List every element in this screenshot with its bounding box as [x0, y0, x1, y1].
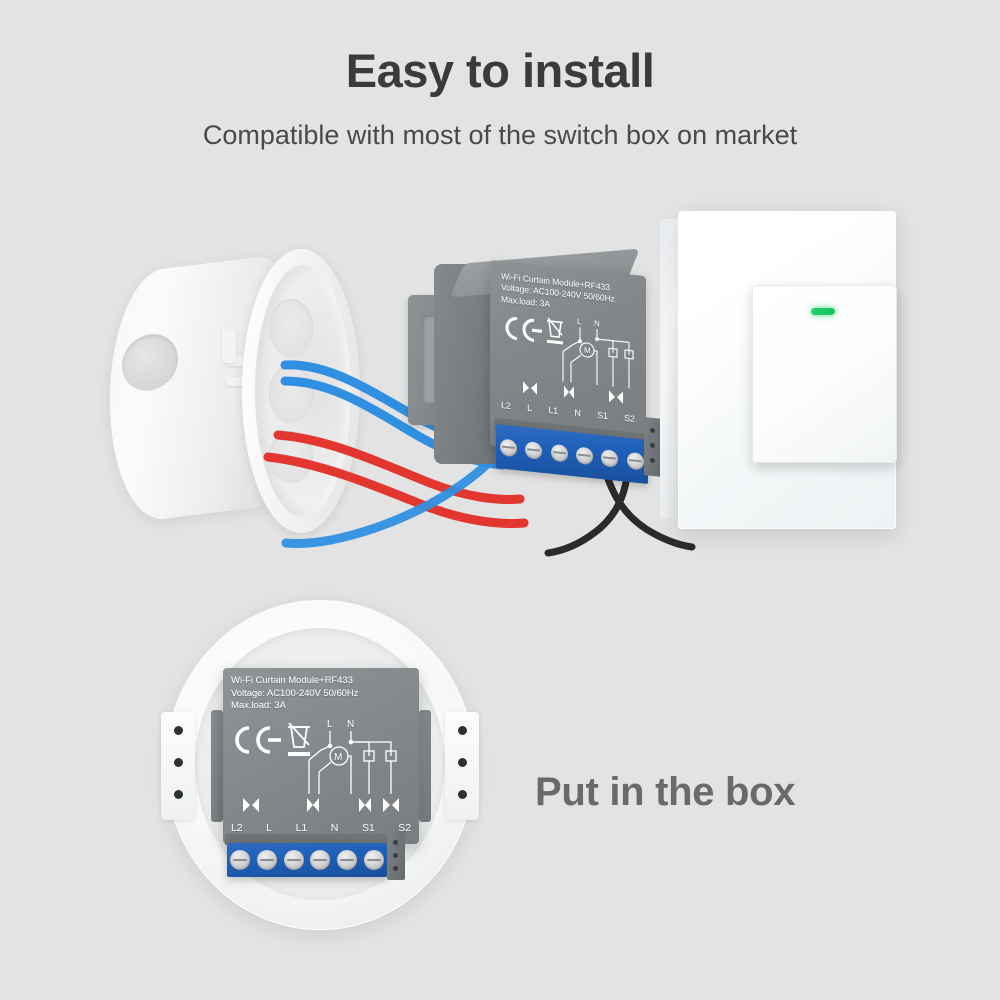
page-title: Easy to install: [345, 44, 655, 97]
weee-icon: [288, 722, 310, 756]
mounting-ear-right: [445, 712, 479, 820]
circuit-diagram-icon: L N M: [308, 719, 397, 794]
knockout: [269, 365, 313, 423]
svg-text:L: L: [327, 719, 333, 730]
terminal-screw: [550, 443, 568, 463]
terminal-screw: [283, 850, 304, 870]
terminal-screw: [626, 451, 644, 471]
terminal-label-l2: L2: [501, 399, 511, 411]
circuit-diagram-icon: L N M: [562, 317, 634, 389]
clip-rail-right: [419, 710, 431, 822]
wall-box-lug: [226, 357, 252, 366]
terminal-block-cap-lower: [225, 834, 389, 845]
svg-text:M: M: [584, 346, 591, 356]
terminal-label-l1: L1: [295, 822, 308, 835]
terminal-screw: [601, 448, 619, 468]
page-subtitle: Compatible with most of the switch box o…: [202, 120, 798, 150]
end-plate-hole: [650, 442, 655, 449]
module-front-face: Wi-Fi Curtain Module+RF433 Voltage: AC10…: [490, 259, 646, 463]
terminal-screw: [525, 440, 543, 460]
wall-switch-plate[interactable]: [660, 205, 900, 535]
terminal-label-l1: L1: [548, 404, 559, 416]
end-plate-hole: [393, 853, 398, 858]
wifi-curtain-module-upper: Wi-Fi Curtain Module+RF433 Voltage: AC10…: [408, 248, 678, 510]
terminal-screw: [256, 850, 277, 870]
mounting-ear-left: [161, 712, 195, 820]
install-scene: Wi-Fi Curtain Module+RF433 Voltage: AC10…: [0, 195, 1000, 575]
module-end-plate-lower: [387, 832, 405, 880]
label-line-maxload: Max.load: 3A: [231, 700, 286, 712]
mounting-hole: [458, 790, 467, 799]
terminal-arrow-icons: [243, 797, 399, 812]
terminal-labels-lower: L2 L L1 N S1 S2: [231, 822, 411, 835]
end-plate-hole: [650, 427, 655, 434]
switch-plate-glass: [678, 211, 897, 529]
mounting-hole: [458, 726, 467, 735]
ce-mark-icon: [505, 317, 542, 343]
svg-text:L: L: [577, 317, 582, 326]
terminal-label-s2: S2: [624, 412, 635, 424]
svg-text:N: N: [347, 719, 354, 730]
weee-icon: [547, 317, 563, 345]
mounting-hole: [458, 758, 467, 767]
mounting-hole: [174, 726, 183, 735]
header: Easy to install Compatible with most of …: [0, 0, 1000, 151]
knockout: [269, 299, 313, 357]
terminal-label-l: L: [266, 822, 272, 835]
terminal-screw: [336, 850, 357, 870]
end-plate-hole: [650, 457, 655, 464]
end-plate-hole: [393, 866, 398, 871]
wall-box-lug: [222, 329, 236, 363]
mounting-hole: [174, 790, 183, 799]
wall-box-cavity: [255, 265, 351, 517]
caption-put-in-the-box: Put in the box: [535, 770, 796, 814]
svg-text:M: M: [334, 752, 342, 763]
module-label-lower: Wi-Fi Curtain Module+RF433 Voltage: AC10…: [231, 675, 411, 837]
terminal-block-lower: [227, 843, 387, 877]
terminal-label-l2: L2: [231, 822, 243, 835]
ce-mark-icon: [235, 725, 281, 754]
wall-junction-box-lower: Wi-Fi Curtain Module+RF433 Voltage: AC10…: [161, 600, 479, 930]
terminal-label-s1: S1: [361, 822, 375, 835]
wifi-curtain-module-lower: Wi-Fi Curtain Module+RF433 Voltage: AC10…: [223, 668, 419, 844]
module-label-upper: Wi-Fi Curtain Module+RF433 Voltage: AC10…: [496, 266, 640, 455]
svg-text:N: N: [594, 319, 600, 329]
terminal-label-s2: S2: [398, 822, 411, 835]
terminal-arrow-icons: [523, 381, 623, 404]
terminal-label-s1: S1: [597, 409, 608, 421]
terminal-label-l: L: [527, 402, 532, 413]
status-led-icon: [811, 308, 835, 315]
terminal-label-n: N: [574, 407, 581, 418]
wall-junction-box-upper: [110, 245, 360, 535]
label-line-voltage: Voltage: AC100-240V 50/60Hz: [231, 687, 359, 699]
terminal-screw: [363, 850, 384, 870]
terminal-screw: [310, 850, 331, 870]
wall-box-lug: [226, 377, 252, 386]
end-plate-hole: [393, 840, 398, 845]
knockout: [269, 431, 313, 483]
mounting-hole: [174, 758, 183, 767]
terminal-screw: [576, 445, 594, 465]
clip-rail-left: [211, 710, 223, 822]
terminal-screw: [500, 437, 518, 457]
terminal-screw: [230, 850, 251, 870]
inbox-scene: Wi-Fi Curtain Module+RF433 Voltage: AC10…: [0, 590, 1000, 950]
terminal-label-n: N: [330, 822, 339, 835]
switch-rocker-button[interactable]: [752, 285, 897, 463]
label-line-product: Wi-Fi Curtain Module+RF433: [231, 675, 353, 686]
